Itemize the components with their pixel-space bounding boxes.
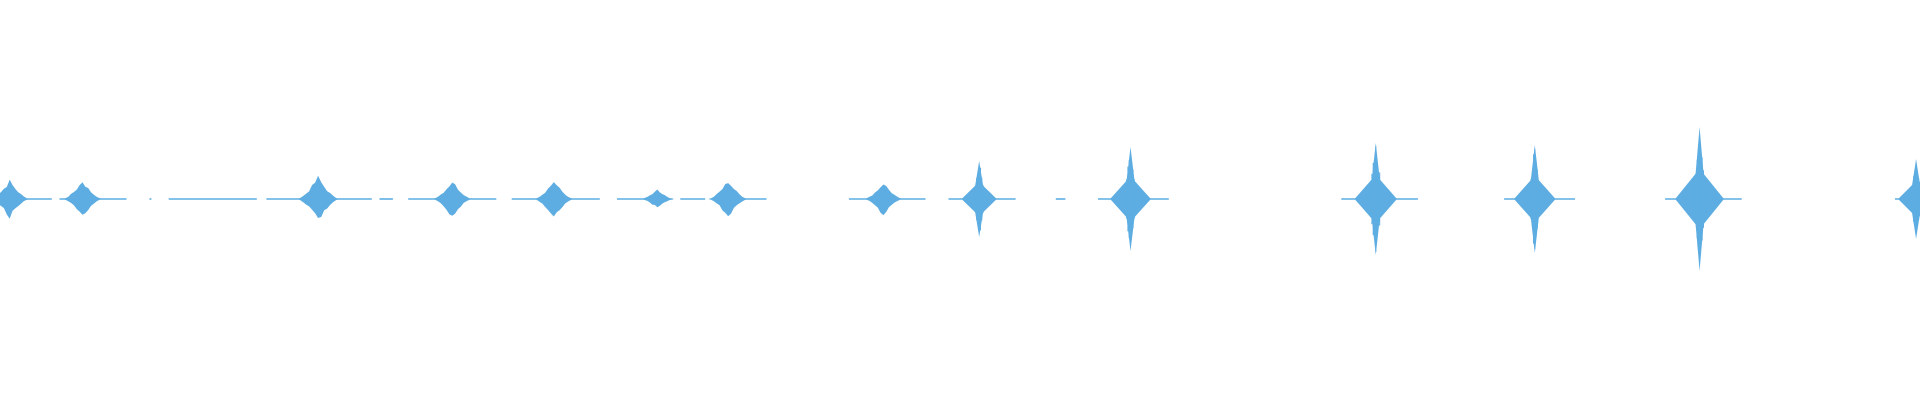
waveform-burst <box>1110 147 1151 251</box>
waveform-burst-shape <box>432 182 473 216</box>
waveform-burst-shape <box>708 183 749 217</box>
waveform-burst <box>1675 127 1724 271</box>
waveform-burst <box>1514 145 1556 253</box>
waveform-burst-shape <box>0 179 30 219</box>
waveform-burst <box>1898 159 1920 239</box>
waveform-burst <box>708 183 749 217</box>
waveform-burst <box>640 189 675 208</box>
waveform-burst <box>432 182 473 216</box>
waveform-bursts <box>0 127 1920 271</box>
waveform-burst <box>62 182 103 215</box>
waveform-burst <box>533 182 574 217</box>
waveform-burst <box>1354 143 1397 255</box>
waveform-burst-shape <box>533 182 574 217</box>
waveform-burst <box>961 161 997 237</box>
waveform-burst-shape <box>296 175 340 218</box>
waveform-burst-shape <box>864 184 903 216</box>
waveform-burst-shape <box>1898 159 1920 239</box>
waveform-burst <box>864 184 903 216</box>
waveform-burst <box>0 179 30 219</box>
waveform-burst <box>296 175 340 218</box>
waveform-burst-shape <box>640 189 675 208</box>
waveform-burst-shape <box>62 182 103 215</box>
